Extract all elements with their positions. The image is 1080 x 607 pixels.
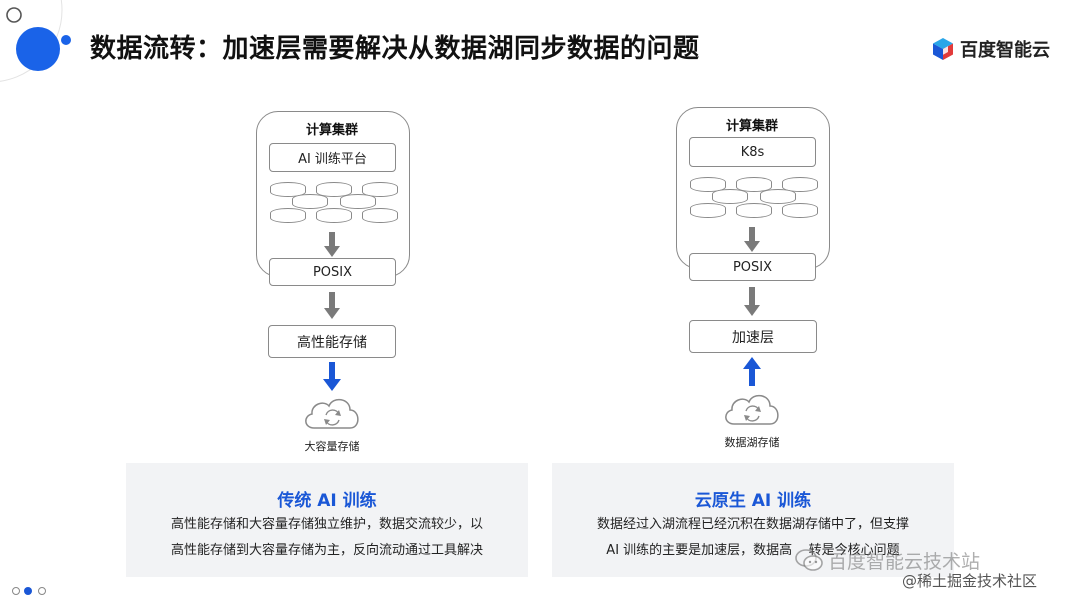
page-title: 数据流转：加速层需要解决从数据湖同步数据的问题 [90,34,700,64]
pager-dot-active[interactable] [24,587,32,595]
cube-logo-icon [933,38,953,60]
brand-logo: 百度智能云 [932,36,1050,62]
wechat-icon [795,549,823,571]
right-cloud-caption: 数据湖存储 [724,436,780,449]
left-posix-box: POSIX [269,258,396,286]
right-arrow-to-accel [744,287,760,316]
left-cluster-label: 计算集群 [305,123,358,138]
left-arrow-to-storage [324,292,340,319]
left-arrow-to-posix [324,232,340,257]
right-cluster-label: 计算集群 [725,119,778,134]
left-panel-line1: 高性能存储和大容量存储独立维护，数据交流较少，以 [170,517,483,532]
right-info-panel [552,463,954,577]
watermark-channel: 百度智能云技术站 [828,551,981,573]
right-cloud-icon [725,394,779,425]
logo-text: 百度智能云 [960,40,1050,61]
left-panel-title: 传统 AI 训练 [277,491,377,511]
right-blue-up-arrow [743,357,761,386]
right-k8s-box: K8s [689,137,816,167]
right-accel-layer-box: 加速层 [689,320,817,353]
pager-dot[interactable] [38,587,46,595]
right-panel-title: 云原生 AI 训练 [694,491,812,511]
left-panel-line2: 高性能存储到大容量存储为主，反向流动通过工具解决 [170,543,483,558]
left-blue-down-arrow [323,362,341,391]
right-panel-line2: AI 训练的主要是加速层，数据高 转是今核心问题 [606,543,900,558]
left-platform-box: AI 训练平台 [269,143,396,172]
right-panel-line1: 数据经过入湖流程已经沉积在数据湖存储中了，但支撑 [596,517,909,532]
right-posix-box: POSIX [689,253,816,281]
left-cloud-caption: 大容量存储 [304,440,360,453]
right-arrow-to-posix [744,227,760,252]
watermark-community: @稀土掘金技术社区 [902,572,1038,590]
decorative-circles [0,0,71,82]
left-info-panel [126,463,528,577]
left-high-perf-storage-box: 高性能存储 [268,325,396,358]
left-cloud-icon [305,398,359,429]
pager-dot[interactable] [12,587,20,595]
